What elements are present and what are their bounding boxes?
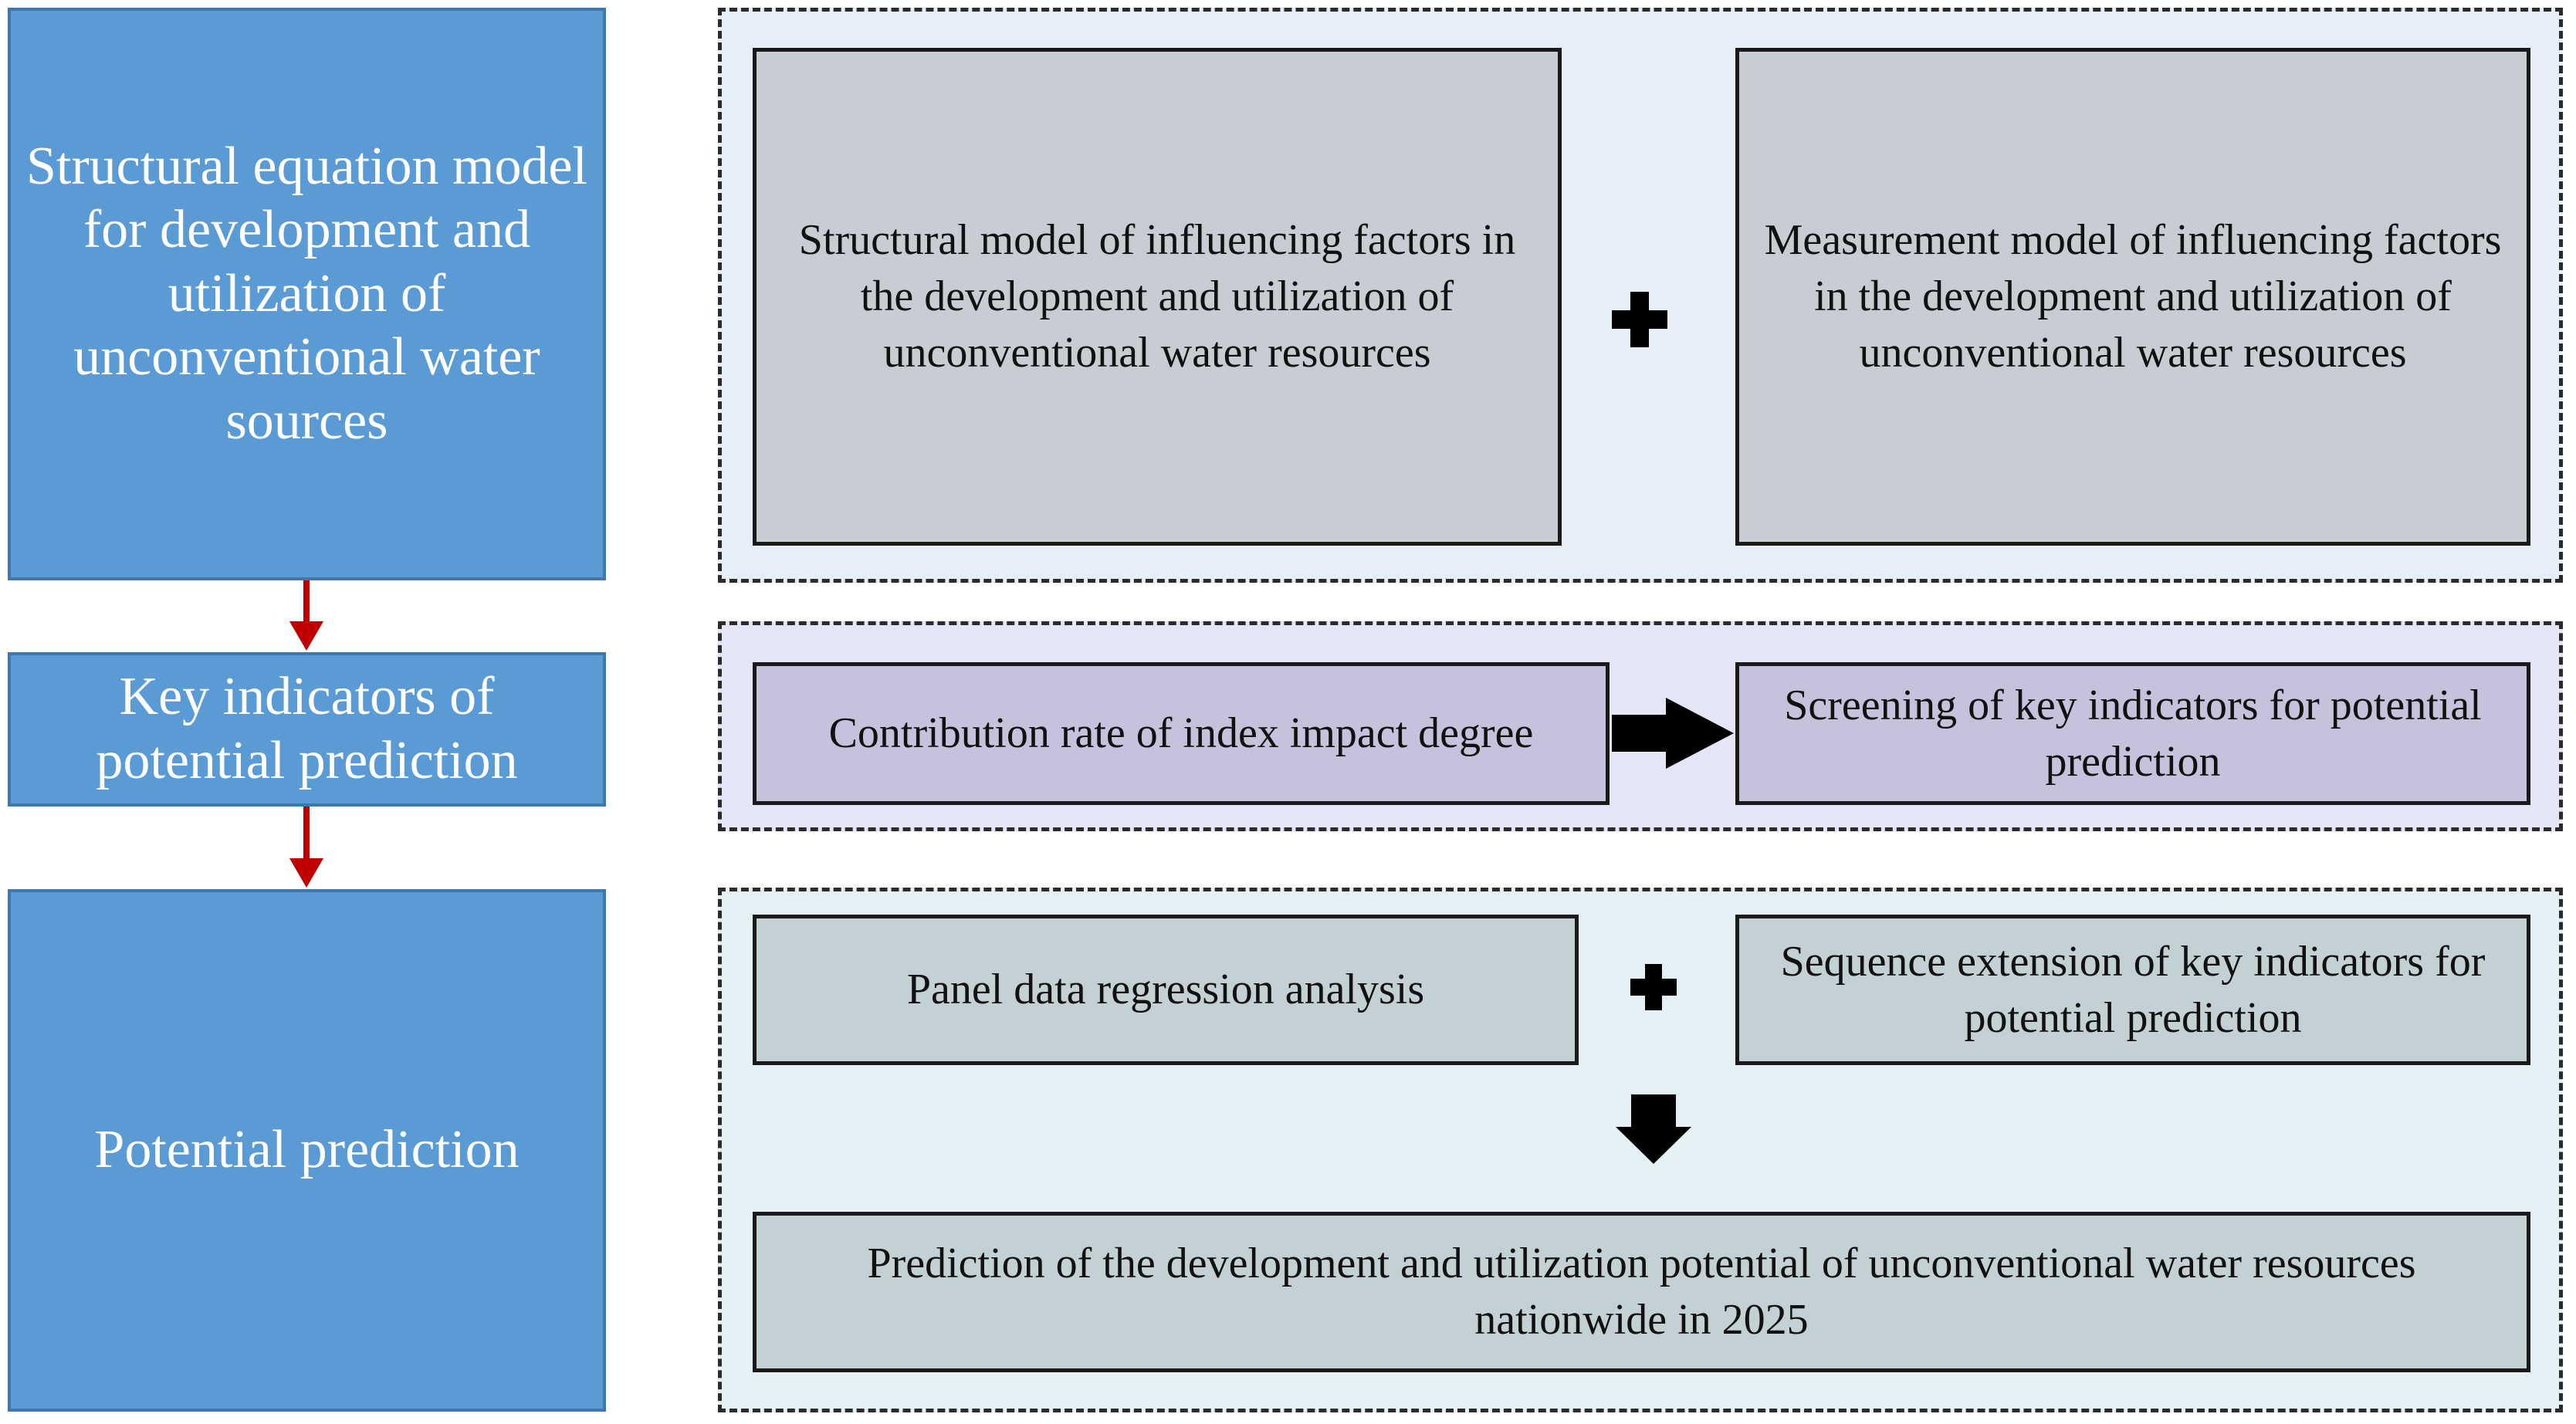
box-potential-prediction-2025: Prediction of the development and utiliz… (753, 1212, 2530, 1372)
box-panel-regression: Panel data regression analysis (753, 915, 1579, 1065)
stage-key-indicators: Key indicators of potential prediction (8, 652, 606, 807)
stage-sem-model-label: Structural equation model for developmen… (25, 136, 588, 451)
plus-icon (1630, 964, 1677, 1010)
box-screening-indicators-text: Screening of key indicators for potentia… (1784, 681, 2482, 786)
box-sequence-extension: Sequence extension of key indicators for… (1735, 915, 2530, 1065)
plus-icon (1612, 292, 1667, 347)
box-contribution-rate-text: Contribution rate of index impact degree (828, 709, 1534, 758)
right-arrow-icon (1612, 698, 1734, 769)
box-structural-model-text: Structural model of influencing factors … (798, 216, 1516, 377)
box-panel-regression-text: Panel data regression analysis (906, 966, 1425, 1014)
box-measurement-model: Measurement model of influencing factors… (1735, 48, 2530, 546)
down-arrow-icon (1616, 1094, 1691, 1164)
stage-key-indicators-label: Key indicators of potential prediction (96, 667, 518, 790)
box-potential-prediction-2025-text: Prediction of the development and utiliz… (867, 1240, 2416, 1344)
box-measurement-model-text: Measurement model of influencing factors… (1764, 216, 2502, 377)
stage-arrow-1 (289, 580, 323, 651)
box-screening-indicators: Screening of key indicators for potentia… (1735, 662, 2530, 805)
stage-arrow-2 (289, 807, 323, 888)
stage-potential-prediction-label: Potential prediction (94, 1120, 520, 1180)
stage-sem-model: Structural equation model for developmen… (8, 8, 606, 580)
box-sequence-extension-text: Sequence extension of key indicators for… (1780, 937, 2486, 1042)
box-structural-model: Structural model of influencing factors … (753, 48, 1562, 546)
stage-potential-prediction: Potential prediction (8, 889, 606, 1412)
box-contribution-rate: Contribution rate of index impact degree (753, 662, 1610, 805)
